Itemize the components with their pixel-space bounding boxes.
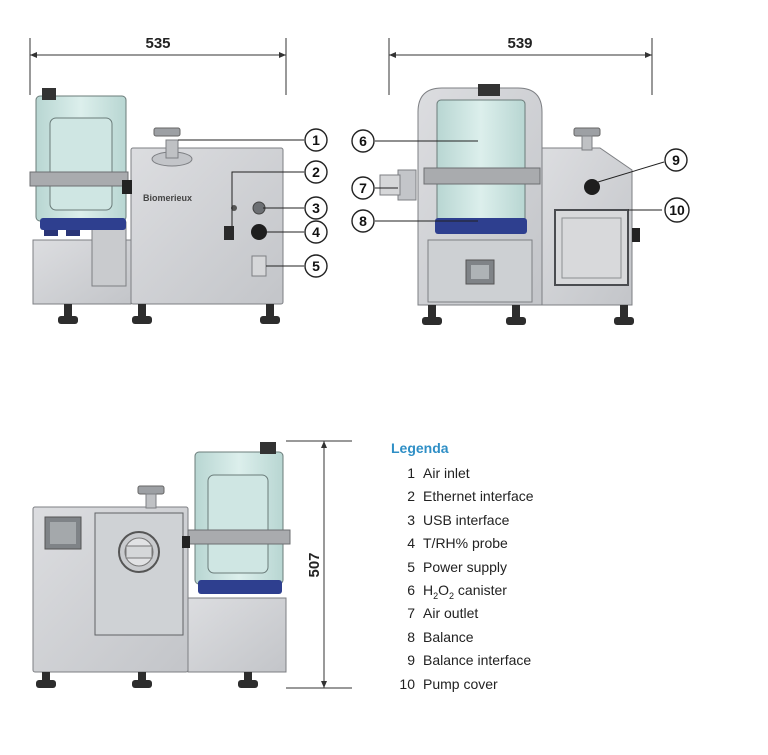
callout-9: 9 [664,148,688,172]
power-supply-socket [251,255,267,277]
legend-item-label: Balance [423,628,474,645]
legend-item-label: Air inlet [423,465,470,481]
dimension-label-535: 535 [145,35,170,52]
feet-front [58,304,280,324]
balance-interface-port [584,179,600,195]
legend-list: 1 Air inlet 2 Ethernet interface 3 USB interf… [391,462,751,696]
legend-item-number: 6 [407,581,415,598]
trh-probe [251,224,267,240]
callout-1: 1 [304,128,328,152]
legend-item-number: 2 [407,488,415,505]
legend-item-number: 4 [407,535,415,552]
ethernet-port [224,226,234,240]
legend-title: Legenda [391,440,449,456]
main-body [130,147,284,305]
legend-item-label: Power supply [423,558,508,575]
svg-text:10: 10 [669,202,685,218]
legend-item-label: USB interface [423,511,510,528]
svg-text:3: 3 [312,200,320,216]
legend-item-number: 3 [407,511,415,528]
callout-8: 8 [351,209,375,233]
balance-plate [40,218,126,230]
legend-item: 10 Pump cover [391,673,751,696]
svg-text:6: 6 [359,133,367,149]
svg-text:7: 7 [359,180,367,196]
brand-logo: Biomerieux [143,193,192,203]
callout-7: 7 [351,176,375,200]
legend-item: 2 Ethernet interface [391,485,751,508]
legend-item-number: 8 [407,628,415,645]
callout-4: 4 [304,220,328,244]
dimension-width-front: 535 [29,35,287,95]
legend-item: 6 H2O2 canister [391,579,751,602]
legend-item-label: Balance interface [423,652,532,669]
legend-item-number: 7 [407,605,415,622]
callout-5: 5 [304,254,328,278]
legend-item-number: 9 [407,652,415,669]
legend-item: 7 Air outlet [391,602,751,625]
dimension-label-507: 507 [306,552,323,577]
svg-text:9: 9 [672,152,680,168]
svg-text:8: 8 [359,213,367,229]
callout-6: 6 [351,129,375,153]
legend-item-label: Air outlet [423,605,479,622]
dimension-width-side: 539 [388,35,653,95]
legend-item-label: Ethernet interface [423,488,534,505]
dimension-height: 507 [286,440,352,689]
front-view: 535 Biomerieux [29,35,287,324]
legend-item: 5 Power supply [391,556,751,579]
legend-item-number: 10 [399,675,415,692]
svg-text:1: 1 [312,132,320,148]
legend-item-label: H2O2 canister [423,581,507,601]
callout-3: 3 [304,196,328,220]
side-view: 539 [379,35,653,325]
legend-item: 3 USB interface [391,509,751,532]
legend-item: 4 T/RH% probe [391,532,751,555]
callout-2: 2 [304,160,328,184]
dimension-label-539: 539 [507,35,532,52]
legend: Legenda 1 Air inlet 2 Ethernet interface 3 US… [391,438,751,696]
legend-item-number: 1 [407,465,415,481]
legend-item: 9 Balance interface [391,649,751,672]
legend-item: 1 Air inlet [391,462,751,485]
callout-10: 10 [664,197,690,223]
legend-item-label: Pump cover [423,675,498,692]
svg-text:4: 4 [312,224,320,240]
legend-item-label: T/RH% probe [423,535,508,552]
svg-text:2: 2 [312,164,320,180]
legend-item: 8 Balance [391,626,751,649]
pump-cover [554,209,629,286]
callouts: 1 2 3 4 5 6 7 8 9 10 [178,128,690,278]
legend-item-number: 5 [407,558,415,575]
svg-text:5: 5 [312,258,320,274]
rear-view: 507 [32,440,352,689]
